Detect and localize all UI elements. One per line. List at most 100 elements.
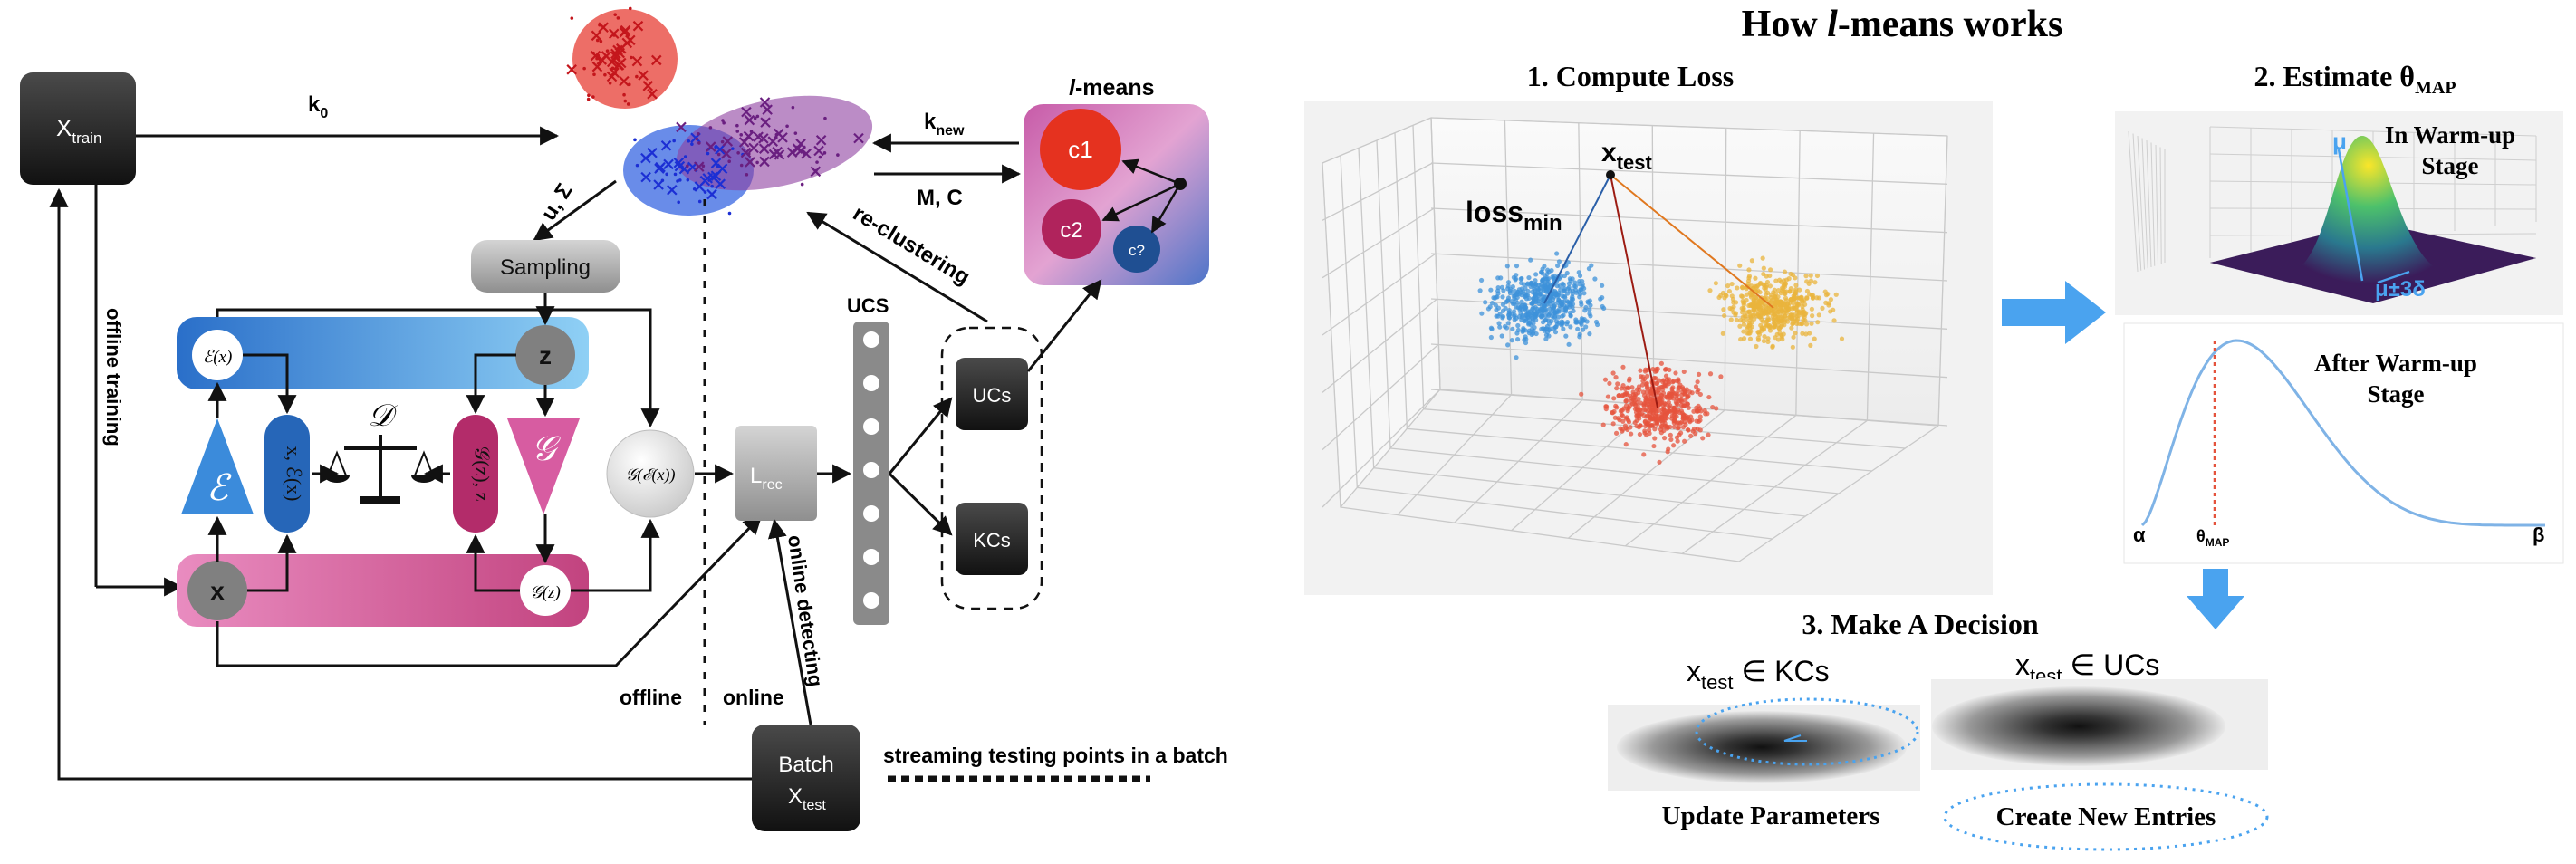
mu-line [2337, 149, 2364, 282]
grid-line [1430, 207, 1948, 234]
gz-to-genc [571, 518, 660, 592]
ucs-slot [863, 505, 879, 522]
ucs-slot [863, 549, 879, 565]
scatter-cross [619, 75, 630, 87]
grid-line [1322, 162, 1433, 221]
alpha-label: α [2133, 523, 2146, 546]
scatter-dot [686, 164, 689, 168]
scatter-dot [598, 23, 601, 27]
mc-label: M, C [917, 186, 963, 210]
scatter-dot [701, 164, 706, 168]
scatter-dot [706, 151, 710, 156]
scatter-dot [739, 163, 744, 168]
scatter-dot [629, 38, 632, 42]
grid-line [1358, 148, 1375, 468]
scatter-dot [762, 118, 765, 122]
grid-line [1373, 467, 1806, 517]
scatter-cross [745, 157, 755, 168]
k0-label: k0 [308, 92, 328, 121]
z-node [515, 325, 575, 385]
g-enc-node [606, 429, 695, 518]
scatter-dot [627, 82, 631, 87]
x-label: x [210, 577, 225, 605]
scatter-cross [620, 24, 631, 36]
hub-to-c1 [1121, 158, 1181, 186]
scatter-cross [660, 139, 672, 151]
scatter-dot [582, 66, 586, 71]
grid-line [1340, 155, 1358, 488]
scatter-dot [570, 16, 574, 20]
grid-line [1322, 253, 1437, 336]
scatter-cross [693, 161, 705, 172]
streaming-label: streaming testing points in a batch [883, 744, 1228, 767]
scatter-dot [596, 53, 601, 58]
scatter-dot [626, 102, 630, 106]
scatter-dot [731, 147, 735, 150]
scatter-dot [686, 178, 690, 182]
scatter-dot [611, 58, 616, 62]
online-detecting-arrow [767, 518, 812, 725]
gz-label: 𝒢(z) [530, 583, 561, 602]
create-entries-ring [1943, 782, 2269, 851]
ucs-slot [863, 375, 879, 391]
xtest-3d-label: xtest [1601, 138, 1652, 174]
offline-training-label: offline training [102, 308, 125, 446]
scatter-dot [708, 126, 713, 130]
kcs-box [956, 503, 1028, 575]
encoder-bar [177, 317, 589, 389]
framework-diagram: Xtrain k0 knew M, C u, Σ l-means c1 c2 c… [20, 6, 1228, 831]
scatter-dot [721, 119, 725, 122]
step1-title: 1. Compute Loss [1527, 60, 1734, 92]
scatter-dot [727, 159, 731, 164]
scatter-dot [687, 139, 691, 143]
scatter-dot [586, 97, 591, 101]
ucs-to-kc [888, 472, 953, 536]
scatter-dot [595, 38, 600, 43]
scatter-dot [735, 130, 740, 133]
ucs-slot [863, 462, 879, 478]
uc-to-lmeans [1026, 279, 1102, 372]
grid-line [1322, 343, 1439, 451]
scatter-cross [632, 20, 644, 32]
x-node [187, 561, 247, 620]
scatter-cross [758, 143, 770, 155]
scatter-dot [692, 187, 697, 191]
x-enc-label: x, ℰ(x) [283, 446, 305, 502]
scatter-cross [767, 136, 779, 147]
scatter-dot [714, 145, 717, 149]
scatter-dot [818, 155, 822, 159]
scatter-dot [791, 105, 795, 110]
grid-line [1407, 427, 1872, 472]
scatter-dot [710, 184, 714, 188]
offline-label: offline [620, 686, 682, 709]
scatter-cross [722, 136, 734, 147]
scatter-dot [677, 200, 680, 205]
mu3s-label: μ±3δ [2375, 277, 2426, 302]
warmup-after-panel [2123, 322, 2564, 564]
generator-bar [177, 554, 589, 627]
batch-line1: Batch [778, 753, 833, 777]
scatter-cross [566, 64, 577, 75]
sampling-label: Sampling [500, 255, 591, 280]
scatter-dot [800, 182, 804, 187]
z-label: z [539, 341, 552, 370]
grid-line [1389, 447, 1840, 494]
scatter-dot [703, 190, 707, 194]
scatter-dot [595, 56, 599, 61]
red-cluster [1579, 360, 1724, 465]
scatter-cross [612, 44, 623, 56]
blue-cluster [1477, 251, 1607, 360]
enc-x-to-pill [243, 353, 297, 415]
ucs-slot [863, 418, 879, 435]
hub-to-c3 [1150, 183, 1182, 234]
ucs-box-label: UCs [973, 384, 1012, 407]
scatter-dot [622, 92, 626, 97]
scatter-dot [716, 152, 721, 157]
step2-title: 2. Estimate θMAP [2254, 60, 2456, 98]
scatter-dot [814, 168, 818, 173]
scatter-cross [786, 147, 798, 158]
grid-line [1322, 207, 1435, 279]
mu3s-line [2377, 270, 2410, 284]
lrec-label: Lrec [750, 464, 783, 493]
